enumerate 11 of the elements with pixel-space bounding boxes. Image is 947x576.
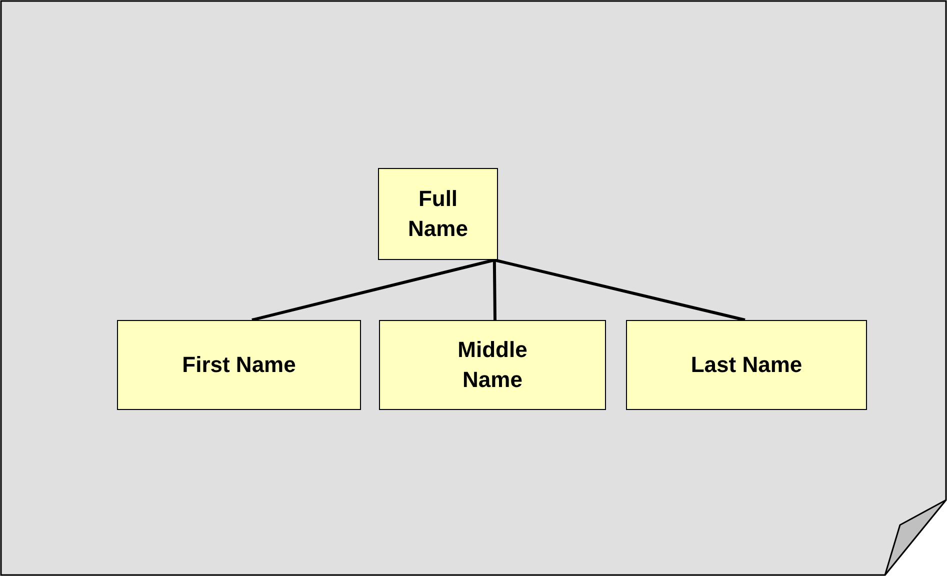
connector-line (492, 260, 496, 320)
box-label: Middle Name (456, 336, 528, 394)
connector-line (494, 258, 746, 322)
name-box (626, 320, 867, 410)
box-label: Last Name (690, 351, 804, 379)
box-label: First Name (181, 351, 297, 379)
name-box (117, 320, 361, 410)
name-box (379, 320, 606, 410)
connector-line (252, 258, 495, 322)
name-box (378, 168, 498, 260)
box-label: Full Name (407, 185, 469, 243)
